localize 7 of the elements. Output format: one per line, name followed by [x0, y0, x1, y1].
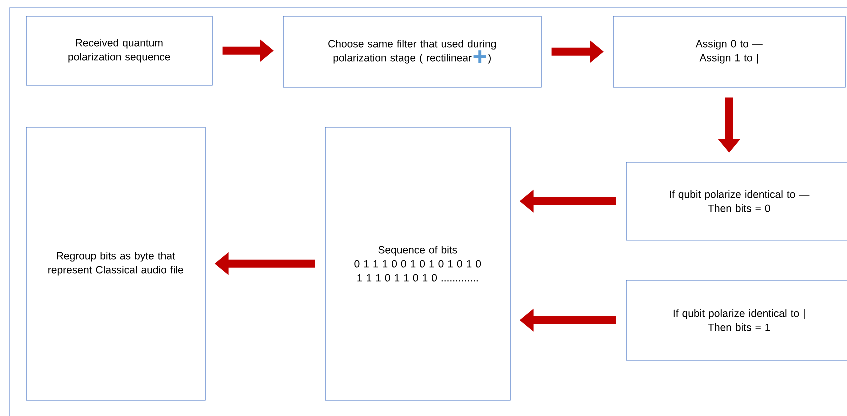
process-box: Choose same filter that used during polarization stage ( rectilinear ): [283, 16, 542, 88]
process-box: If qubit polarize identical to | Then bits = 1: [626, 280, 847, 361]
process-box: Regroup bits as byte that represent Classical audio file: [26, 127, 206, 401]
process-box: Sequence of bits 0 1 1 1 0 0 1 0 1 0 1 0 1 0 1 1 1 0 1 1 0 1 0 .............: [325, 127, 511, 401]
process-box: If qubit polarize identical to — Then bits = 0: [626, 162, 847, 241]
process-box: Assign 0 to — Assign 1 to |: [613, 16, 846, 88]
process-box: Received quantum polarization sequence: [26, 16, 213, 86]
